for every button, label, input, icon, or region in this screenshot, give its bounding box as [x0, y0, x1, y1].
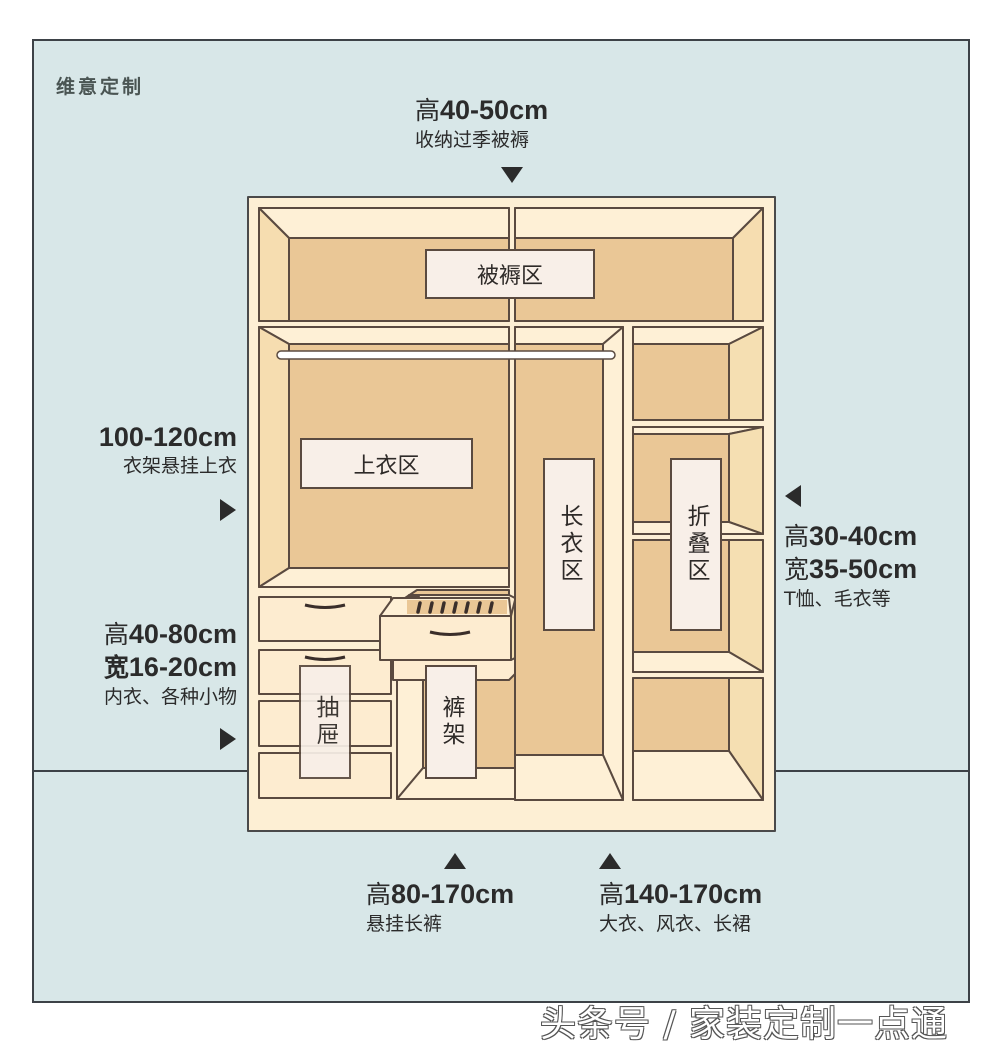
zone-drawers-label: 抽屉 — [299, 665, 351, 779]
arrow-left-icon — [785, 485, 801, 507]
annotation-left-upper: 100-120cm 衣架悬挂上衣 — [40, 421, 237, 479]
annotation-left-lower: 高40-80cm 宽16-20cm 内衣、各种小物 — [40, 618, 237, 710]
arrow-right-icon — [220, 728, 236, 750]
watermark: 头条号 / 家装定制一点通 — [540, 1004, 949, 1045]
annotation-left-lower-desc: 内衣、各种小物 — [103, 686, 237, 708]
annotation-left-lower-width: 宽16-20cm — [103, 652, 237, 682]
annotation-right-width: 宽35-50cm — [784, 554, 918, 584]
annotation-bottom-left-desc: 悬挂长裤 — [366, 913, 443, 935]
annotation-right-desc: T恤、毛衣等 — [784, 588, 891, 610]
annotation-bottom-right-desc: 大衣、风衣、长裙 — [599, 913, 752, 935]
zone-long-coats-label: 长衣区 — [543, 458, 595, 631]
annotation-right-height: 高30-40cm — [784, 521, 918, 551]
arrow-down-icon — [501, 167, 523, 183]
annotation-bottom-right: 高140-170cm 大衣、风衣、长裙 — [599, 878, 762, 937]
annotation-left-upper-desc: 衣架悬挂上衣 — [122, 455, 237, 477]
wardrobe-diagram: 被褥区 上衣区 长衣区 折叠区 抽屉 裤架 — [247, 196, 777, 840]
annotation-top: 高40-50cm 收纳过季被褥 — [415, 94, 548, 153]
annotation-right: 高30-40cm 宽35-50cm T恤、毛衣等 — [784, 520, 917, 612]
annotation-bottom-left-size: 高80-170cm — [366, 879, 515, 909]
annotation-bottom-right-size: 高140-170cm — [599, 879, 763, 909]
annotation-top-size: 高40-50cm — [415, 95, 549, 125]
annotation-left-upper-size: 100-120cm — [98, 422, 237, 452]
zone-folding-label: 折叠区 — [670, 458, 722, 631]
annotation-top-desc: 收纳过季被褥 — [415, 129, 530, 151]
arrow-up-icon — [599, 853, 621, 869]
arrow-up-icon — [444, 853, 466, 869]
zone-pants-rack-label: 裤架 — [425, 665, 477, 779]
zone-tops-label: 上衣区 — [300, 438, 473, 489]
annotation-left-lower-height: 高40-80cm — [103, 619, 237, 649]
brand-title: 维意定制 — [56, 76, 145, 98]
annotation-bottom-left: 高80-170cm 悬挂长裤 — [366, 878, 514, 937]
zone-bedding-label: 被褥区 — [425, 249, 595, 299]
arrow-right-icon — [220, 499, 236, 521]
